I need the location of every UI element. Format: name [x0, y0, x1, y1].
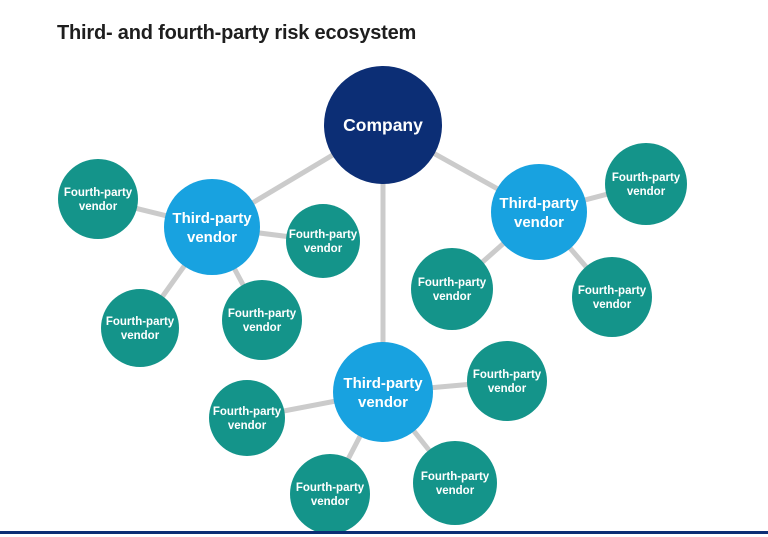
node-fpv-4-circle [222, 280, 302, 360]
node-fpv-2-circle [286, 204, 360, 278]
node-tpv-right-circle [491, 164, 587, 260]
node-tpv-bottom-circle [333, 342, 433, 442]
node-fpv-10-circle [290, 454, 370, 534]
node-fpv-9-circle [467, 341, 547, 421]
node-company-label: Company [343, 115, 423, 135]
node-fpv-7-circle [572, 257, 652, 337]
node-fpv-3-circle [101, 289, 179, 367]
node-fpv-1-circle [58, 159, 138, 239]
node-company-circle [324, 66, 442, 184]
node-tpv-left-circle [164, 179, 260, 275]
node-fpv-11-circle [413, 441, 497, 525]
footer-rule [0, 531, 768, 534]
node-fpv-8-circle [209, 380, 285, 456]
node-company: Company [324, 66, 442, 184]
node-fpv-5-circle [605, 143, 687, 225]
node-fpv-6-circle [411, 248, 493, 330]
page-title: Third- and fourth-party risk ecosystem [57, 22, 417, 45]
